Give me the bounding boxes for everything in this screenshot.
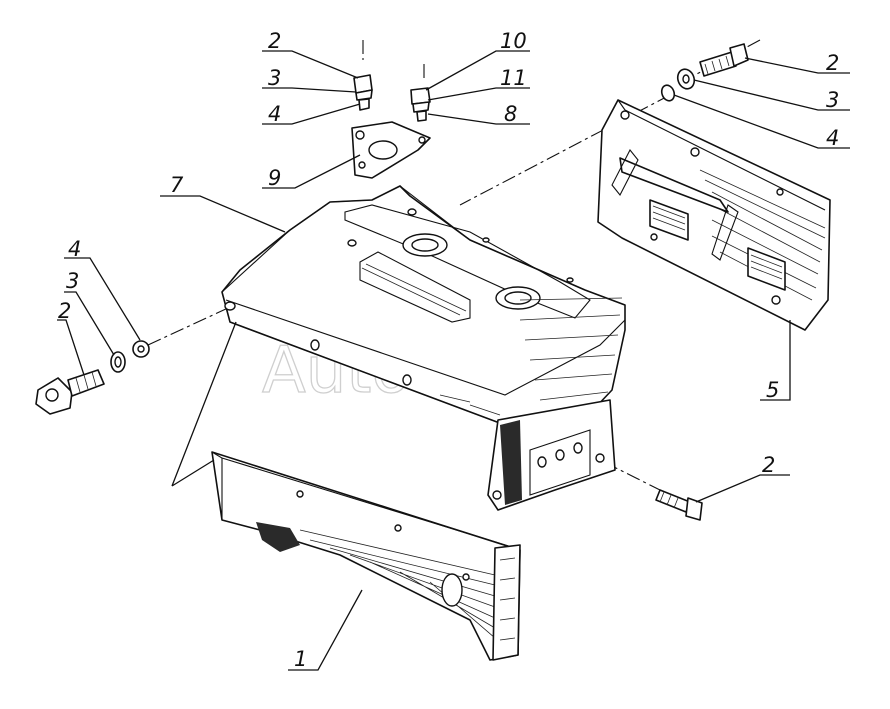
callout-4-right: 4 [826, 126, 839, 150]
callout-9: 9 [268, 166, 281, 190]
callouts: 2 3 4 9 10 11 8 2 3 4 5 7 4 3 2 2 1 [58, 29, 839, 671]
washer-right-4 [660, 84, 676, 102]
callout-11: 11 [500, 66, 527, 90]
bracket-part-1 [211, 451, 521, 661]
leader-lines [57, 50, 850, 671]
washer-right-3 [676, 68, 696, 90]
callout-2-top-left: 2 [268, 29, 281, 53]
callout-3-top-left: 3 [268, 66, 281, 90]
bolt-right-2 [699, 43, 749, 77]
callout-2-right: 2 [826, 51, 839, 75]
bracket-part-9 [351, 121, 431, 179]
washer-left-4 [132, 340, 150, 358]
callout-8: 8 [504, 102, 517, 126]
housing-part-7 [221, 185, 626, 511]
callout-7: 7 [170, 173, 184, 197]
stud-assembly-left [353, 74, 373, 111]
bolt-bottom-right-2 [655, 489, 703, 521]
callout-4-left: 4 [68, 237, 81, 261]
callout-3-left: 3 [66, 269, 79, 293]
callout-4-top-left: 4 [268, 102, 281, 126]
callout-3-right: 3 [826, 88, 839, 112]
callout-5: 5 [766, 378, 779, 402]
stud-assembly-right [410, 87, 431, 122]
callout-2-left: 2 [58, 299, 71, 323]
washer-left-3 [110, 351, 126, 373]
callout-10: 10 [500, 29, 527, 53]
callout-1: 1 [294, 647, 307, 671]
callout-2-bottom-right: 2 [762, 453, 775, 477]
plate-part-5 [597, 99, 831, 331]
bolt-left-2 [35, 369, 105, 415]
